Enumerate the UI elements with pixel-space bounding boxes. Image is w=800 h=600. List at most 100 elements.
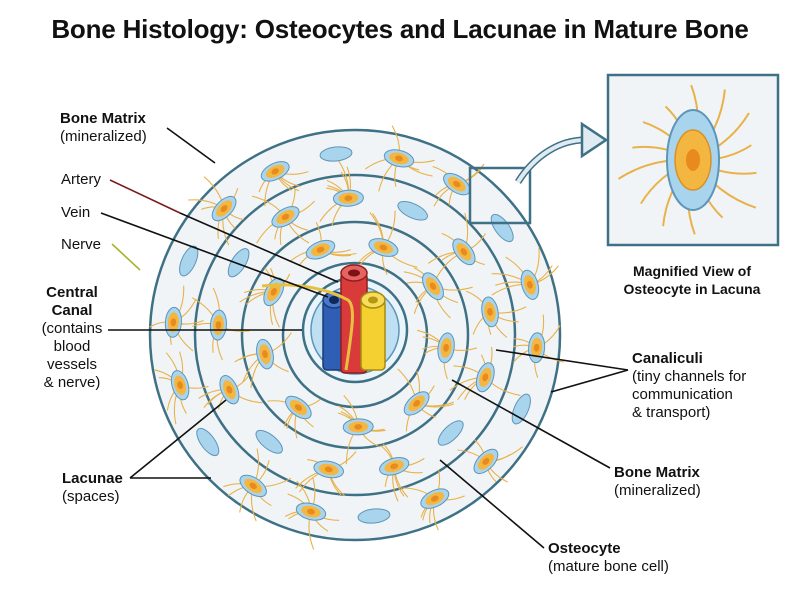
osteocyte-nucleus [270,288,277,296]
vein-lumen [329,296,339,304]
osteocyte-in-lacuna [383,149,415,168]
label-bone-matrix-top: Bone Matrix (mineralized) [60,110,147,146]
osteocyte-in-lacuna [313,460,344,479]
label-osteocyte-desc: (mature bone cell) [548,558,669,575]
osteocyte-nucleus [487,307,493,316]
leader-lacunae-1 [129,399,227,479]
leader-lines [100,127,629,549]
osteocyte-nucleus [460,248,468,256]
label-bone-matrix-right-desc: (mineralized) [614,482,701,499]
osteocyte-nucleus [354,424,363,430]
osteocyte-in-lacuna [342,418,374,436]
leader-canaliculi-2 [550,369,629,393]
osteocyte-nucleus [215,321,222,330]
osteocyte-nucleus [262,350,268,359]
magnified-inset [606,73,780,247]
osteocyte-nucleus [271,168,279,175]
label-central-canal-desc-1: (contains [41,320,103,337]
inset-caption-line-2: Osteocyte in Lacuna [623,281,761,297]
osteocyte-in-lacuna [481,296,499,328]
label-canaliculi-desc-3: & transport) [632,404,711,421]
label-nerve: Nerve [61,236,102,253]
nerve-bundle [360,299,386,371]
osteocyte-in-lacuna [332,189,364,207]
osteocyte-nucleus [443,343,449,352]
osteocyte-in-lacuna [285,395,312,420]
osteocyte-in-lacuna [473,448,499,475]
inset-nucleus [686,149,700,171]
diagram-title: Bone Histology: Osteocytes and Lacunae i… [51,14,749,44]
lacuna [179,245,199,277]
osteocyte-nucleus [453,180,461,188]
highlight-box [468,166,532,225]
label-canaliculi: Canaliculi (tiny channels for communicat… [632,350,746,422]
osteocyte-nucleus [482,457,490,465]
leader-bone-matrix-top [166,127,216,164]
osteocyte-in-lacuna [271,206,300,228]
central-canal [261,264,409,384]
label-central-canal-name-2: Canal [51,302,93,319]
empty-lacuna [319,146,353,162]
osteocyte-in-lacuna [260,161,290,182]
osteocyte-in-lacuna [368,238,399,257]
osteocyte-in-lacuna [452,238,476,266]
osteocyte-nucleus [307,508,315,515]
lacuna [397,201,429,221]
leader-artery-ext [179,212,339,283]
empty-lacuna [196,427,220,457]
inset-caption: Magnified View of Osteocyte in Lacuna [602,262,782,298]
osteocyte-in-lacuna [256,338,274,370]
osteocyte-in-lacuna [295,502,327,521]
empty-lacuna [255,429,283,454]
label-osteocyte: Osteocyte (mature bone cell) [548,540,669,576]
osteocyte-in-lacuna [219,375,240,405]
osteocyte-nucleus [170,318,177,327]
osteocyte-in-lacuna [475,362,495,393]
label-lacunae-desc: (spaces) [62,488,120,505]
label-central-canal-desc-3: vessels [46,356,98,373]
osteocyte-in-lacuna [422,272,444,301]
leader-nerve [111,243,141,271]
magnify-arrow-shaft [515,136,586,184]
leader-vein [100,212,329,298]
osteocyte-nucleus [429,282,437,290]
empty-lacuna [179,245,199,277]
label-central-canal-desc-4: & nerve) [43,374,101,391]
label-artery: Artery [61,171,102,188]
leader-osteocyte [439,459,545,549]
label-bone-matrix-right: Bone Matrix (mineralized) [614,464,701,500]
empty-lacuna [397,201,429,221]
osteocyte-nucleus [344,195,353,202]
osteocyte-nucleus [526,280,533,289]
label-lacunae: Lacunae (spaces) [62,470,123,506]
osteocyte-nucleus [413,400,421,407]
label-bone-matrix-top-desc: (mineralized) [60,128,147,145]
artery-lumen [348,269,360,277]
lacuna [357,508,391,524]
osteocyte-nucleus [395,155,403,162]
osteocyte-in-lacuna [420,488,450,509]
osteocyte-nucleus [294,404,302,411]
lacuna [196,427,220,457]
label-canaliculi-name: Canaliculi [632,350,703,367]
osteocyte-in-lacuna [170,370,190,401]
label-central-canal-desc-2: blood [53,338,91,355]
osteocyte-nucleus [316,246,325,253]
leader-artery [109,179,181,214]
nerve-bundle-core [368,296,378,304]
osteocyte-nucleus [379,244,388,251]
osteocyte-nucleus [390,463,399,470]
osteocyte-in-lacuna [379,457,410,476]
lacunae-group [164,146,546,524]
label-lacunae-name: Lacunae [62,470,123,487]
label-central-canal-name-1: Central [46,284,98,301]
label-bone-matrix-top-name: Bone Matrix [60,110,146,127]
label-central-canal: Central Canal (contains blood vessels & … [32,284,112,392]
osteocyte-in-lacuna [305,239,336,260]
lacuna [437,420,464,446]
empty-lacuna [357,508,391,524]
osteocyte-nucleus [533,343,540,352]
osteocyte-in-lacuna [403,391,430,416]
osteocyte-in-lacuna [520,269,540,300]
